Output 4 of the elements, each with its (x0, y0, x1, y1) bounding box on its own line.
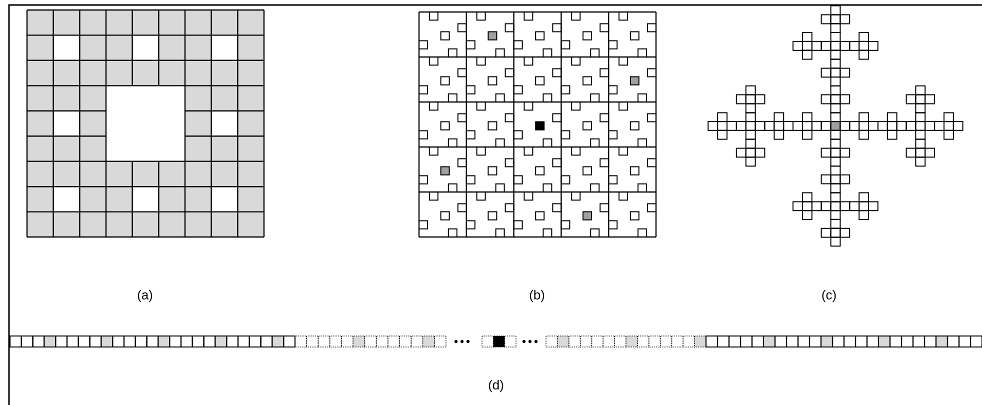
panel-label: (a) (138, 290, 152, 302)
panel-label: (d) (488, 380, 504, 392)
panel-label: (c) (822, 290, 836, 302)
panel-label: (b) (530, 290, 544, 302)
